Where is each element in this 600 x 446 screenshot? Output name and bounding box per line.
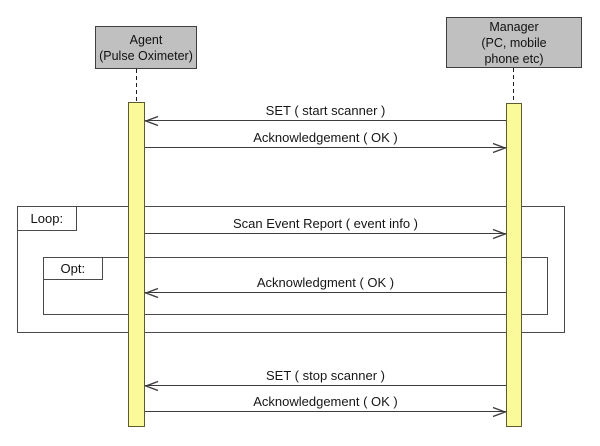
message-line [145, 411, 506, 412]
manager-lifeline [513, 68, 514, 103]
message-line [145, 120, 506, 121]
arrowhead-right-icon [491, 142, 507, 154]
message-line [145, 233, 506, 234]
actor-manager-box: Manager (PC, mobile phone etc) [446, 17, 582, 68]
loop-frame-label: Loop: [16, 205, 77, 231]
message-label: Acknowledgment ( OK ) [256, 275, 395, 290]
message-line [145, 147, 506, 148]
arrowhead-left-icon [144, 287, 160, 299]
actor-agent-box: Agent (Pulse Oximeter) [95, 26, 197, 69]
manager-activation-bar [506, 103, 522, 427]
agent-activation-bar [128, 102, 145, 427]
message-label: Scan Event Report ( event info ) [233, 216, 418, 231]
agent-lifeline [136, 69, 137, 102]
actor-agent-name: Agent [129, 32, 163, 47]
message-line [145, 385, 506, 386]
message-label: SET ( start scanner ) [265, 103, 386, 118]
message-label: Acknowledgement ( OK ) [253, 130, 398, 145]
arrowhead-left-icon [144, 380, 160, 392]
loop-frame: Loop: [16, 205, 565, 333]
arrowhead-left-icon [144, 115, 160, 127]
actor-manager-subtitle-1: (PC, mobile [481, 35, 547, 50]
opt-frame: Opt: [42, 256, 548, 315]
actor-manager-name: Manager [489, 19, 539, 34]
actor-agent-subtitle: (Pulse Oximeter) [99, 48, 193, 63]
arrowhead-right-icon [491, 406, 507, 418]
arrowhead-right-icon [491, 228, 507, 240]
opt-frame-label: Opt: [42, 256, 103, 280]
message-label: Acknowledgement ( OK ) [253, 394, 398, 409]
message-line [145, 292, 506, 293]
actor-manager-subtitle-2: phone etc) [484, 51, 544, 66]
message-label: SET ( stop scanner ) [266, 368, 385, 383]
